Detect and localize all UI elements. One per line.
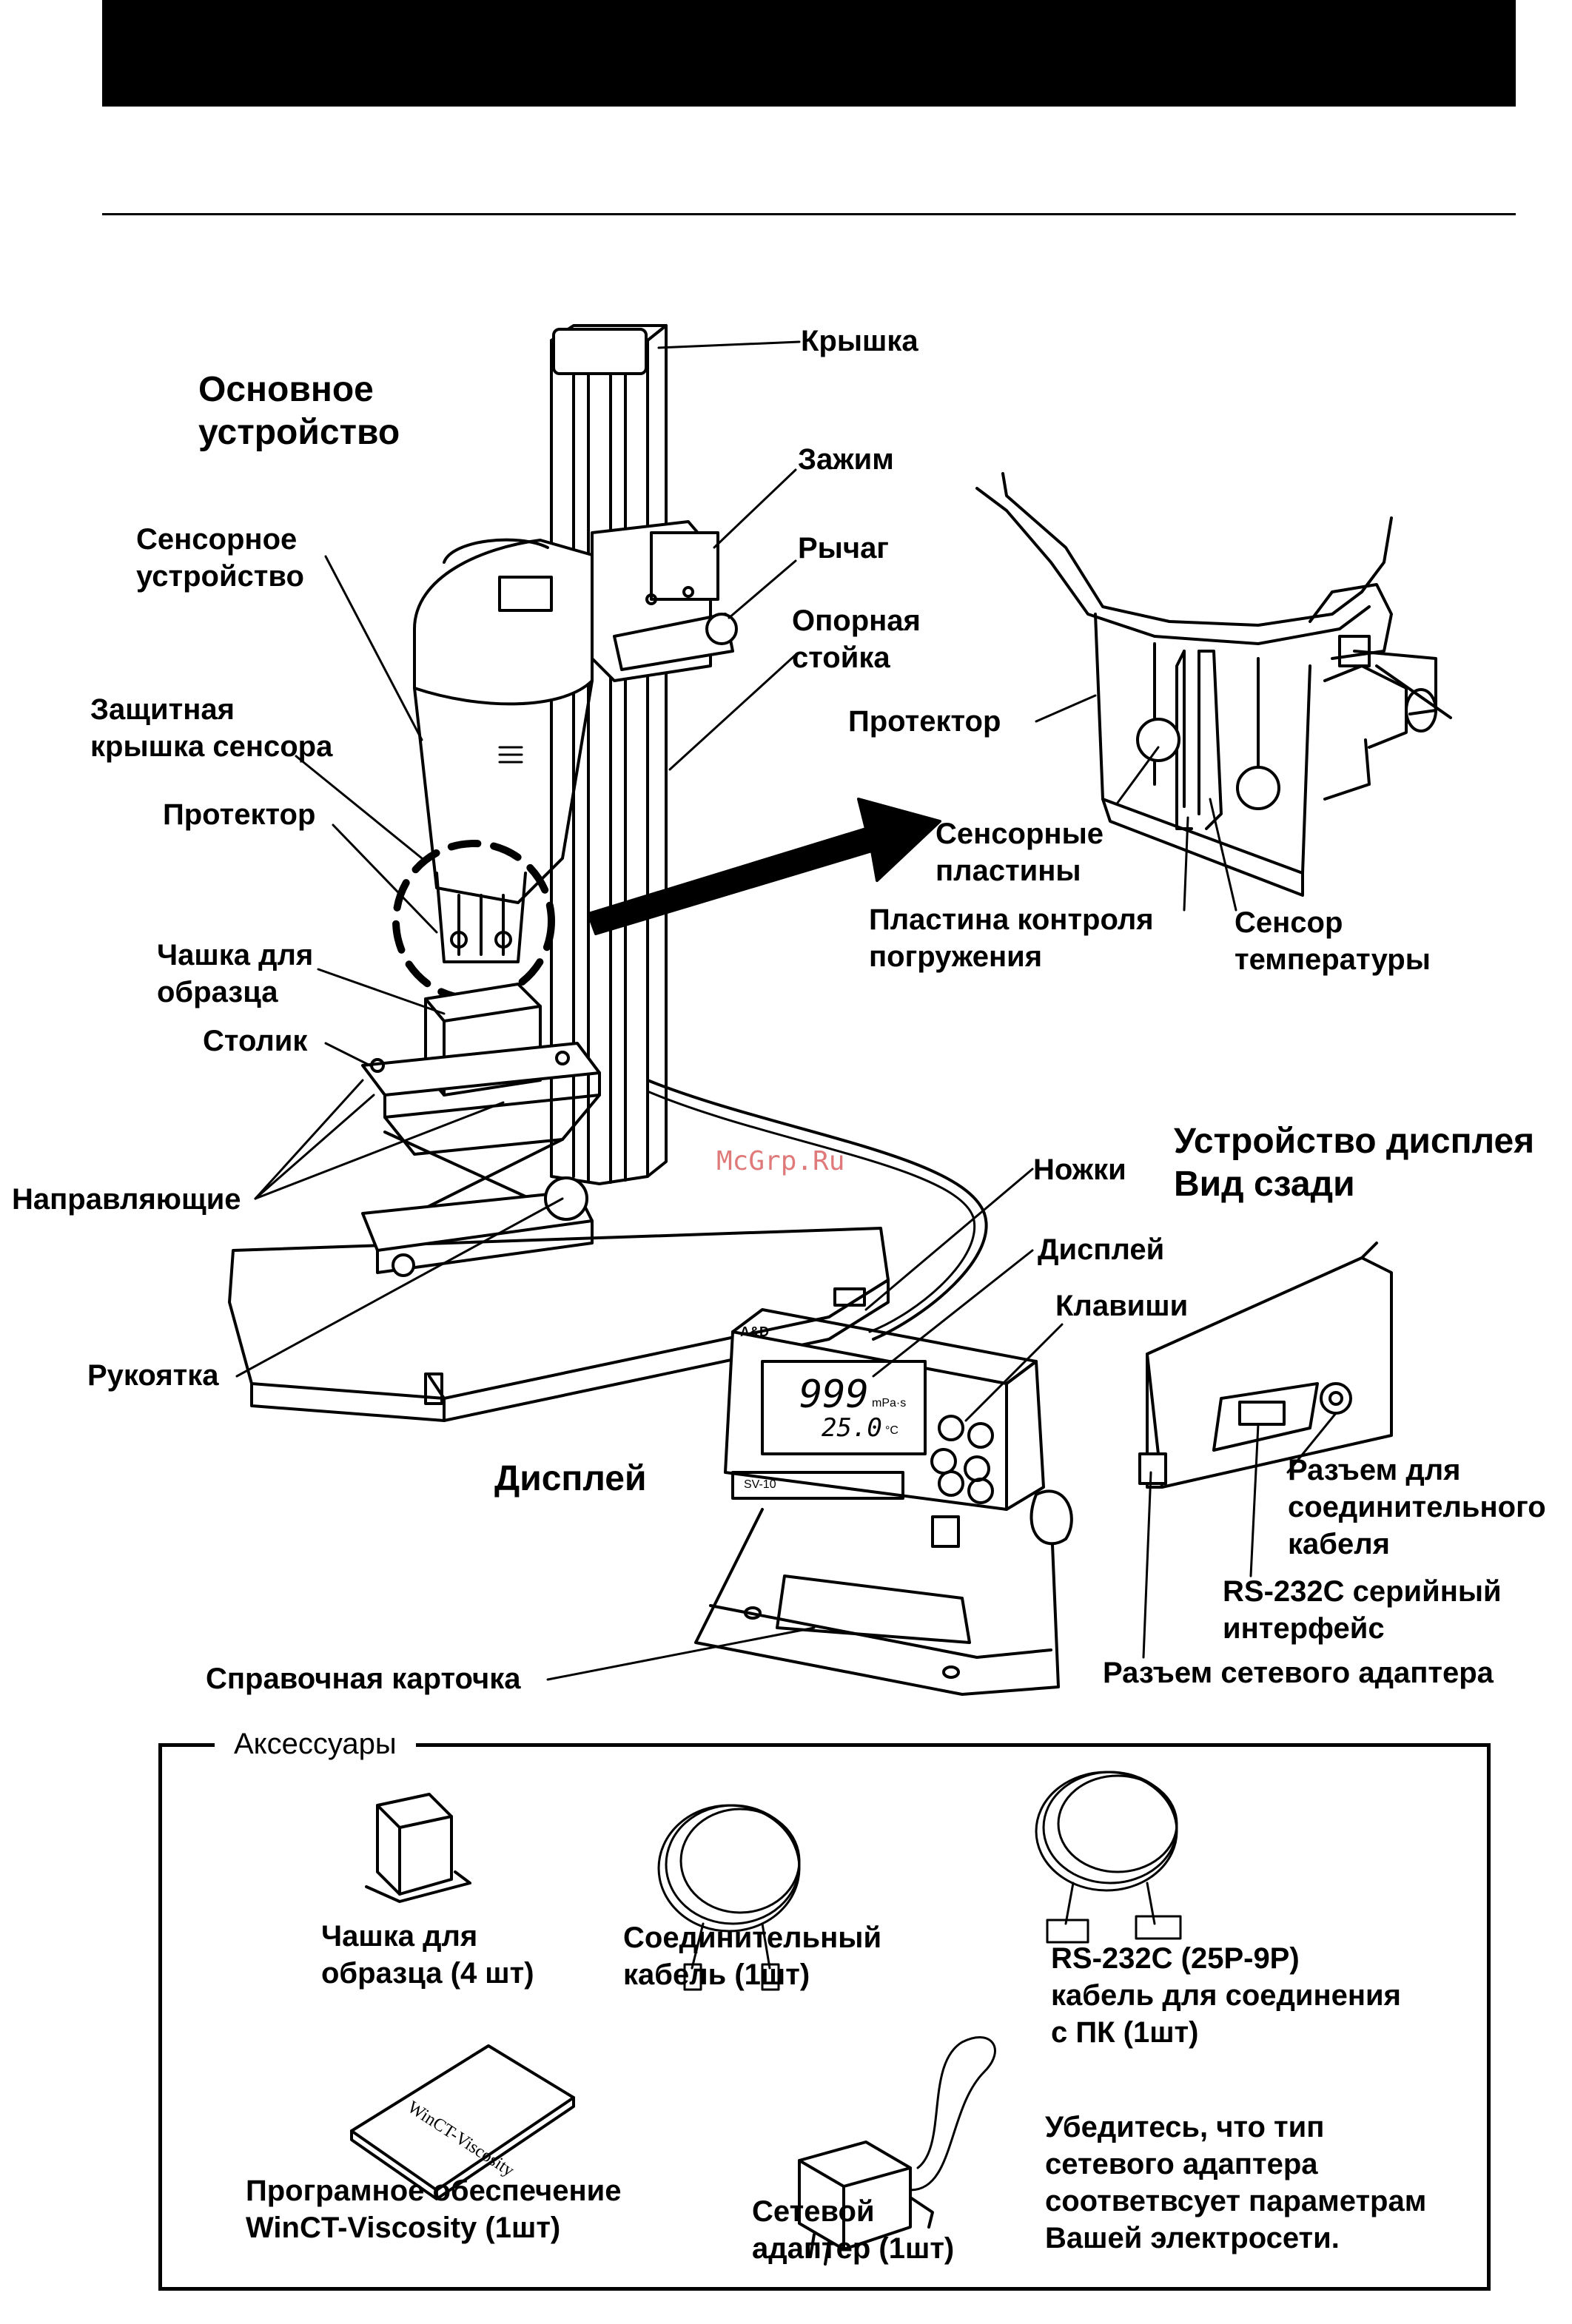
- display-value: 999: [799, 1372, 869, 1417]
- acc-label-adapter: Сетевой адаптер (1шт): [752, 2195, 955, 2265]
- label-reference-card: Справочная карточка: [206, 1663, 521, 1695]
- display-temp-unit: °C: [885, 1424, 898, 1437]
- label-sensor-unit: Сенсорное устройство: [136, 523, 304, 593]
- label-keys: Клавиши: [1055, 1290, 1189, 1322]
- main-unit-heading: Основное устройство: [198, 370, 400, 452]
- label-temp-sensor: Сенсор температуры: [1235, 906, 1431, 976]
- label-lever: Рычаг: [798, 532, 889, 565]
- label-cover: Крышка: [801, 325, 918, 357]
- label-sensor-cover: Защитная крышка сенсора: [90, 693, 333, 763]
- title-bar: [102, 0, 1516, 107]
- acc-label-cable: Соединительный кабель (1шт): [623, 1921, 882, 1991]
- label-table: Столик: [203, 1025, 308, 1057]
- label-immersion-plate: Пластина контроля погружения: [869, 903, 1154, 973]
- display-unit: [694, 1308, 1073, 1696]
- label-sensor-plates: Сенсорные пластины: [936, 818, 1104, 887]
- label-adapter-jack: Разъем сетевого адаптера: [1103, 1657, 1494, 1689]
- display-temp: 25.0: [822, 1413, 882, 1443]
- acc-label-cup: Чашка для образца (4 шт): [321, 1920, 534, 1990]
- accessory-software: [350, 2044, 575, 2200]
- watermark: McGrp.Ru: [716, 1146, 845, 1176]
- display-model: SV-10: [744, 1478, 776, 1491]
- label-display: Дисплей: [1038, 1233, 1165, 1266]
- acc-label-software: Програмное обеспечение WinCT-Viscosity (…: [246, 2175, 622, 2244]
- label-feet: Ножки: [1033, 1153, 1126, 1186]
- label-protector-right: Протектор: [848, 705, 1001, 738]
- label-guides: Направляющие: [12, 1183, 241, 1216]
- display-heading: Дисплей: [494, 1459, 647, 1498]
- lab-jack: [361, 1042, 601, 1277]
- acc-label-rs-cable: RS-232C (25P-9P) кабель для соединения с…: [1051, 1942, 1401, 2049]
- label-handle: Рукоятка: [87, 1359, 219, 1392]
- accessories-box: [158, 1743, 1491, 2291]
- detail-arrow: [587, 798, 941, 935]
- label-protector-left: Протектор: [163, 798, 316, 831]
- header-rule: [102, 213, 1516, 215]
- sensor-unit: [413, 538, 594, 963]
- display-rear: [1138, 1242, 1393, 1489]
- display-rear-heading: Устройство дисплея Вид сзади: [1174, 1122, 1535, 1204]
- label-support-stand: Опорная стойка: [792, 604, 921, 674]
- accessory-rs-cable: [1035, 1771, 1182, 1944]
- accessory-cable: [657, 1804, 801, 1991]
- detail-highlight: [392, 840, 555, 1003]
- display-brand: A&D: [740, 1324, 769, 1339]
- display-unit-label: mPa·s: [872, 1397, 907, 1409]
- accessory-cup: [365, 1793, 471, 1903]
- label-clamp: Зажим: [798, 443, 894, 476]
- acc-note: Убедитесь, что тип сетевого адаптера соо…: [1045, 2111, 1427, 2254]
- accessory-adapter: [798, 2036, 996, 2266]
- protector-detail: [975, 472, 1452, 897]
- label-connector: Разъем для соединительного кабеля: [1288, 1454, 1546, 1560]
- label-rs232: RS-232C серийный интерфейс: [1223, 1575, 1502, 1645]
- label-sample-cup: Чашка для образца: [157, 939, 314, 1008]
- connection-cable: [646, 1079, 988, 1341]
- accessories-title: Аксессуары: [215, 1725, 416, 1762]
